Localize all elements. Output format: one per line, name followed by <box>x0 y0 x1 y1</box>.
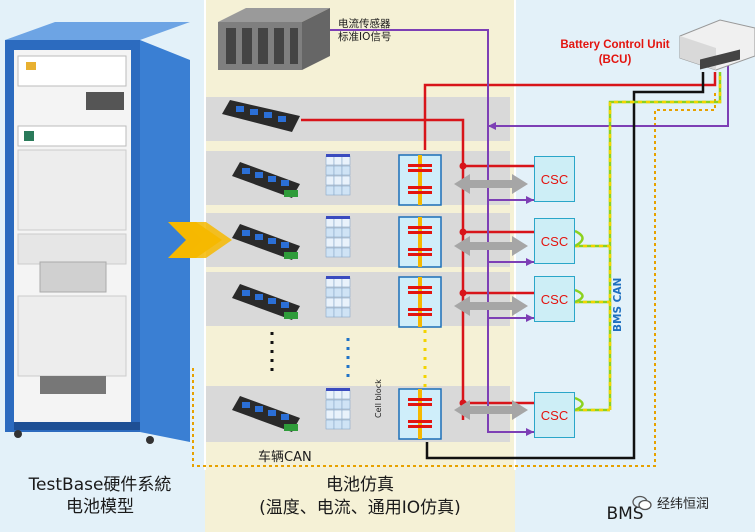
csc-label: CSC <box>540 407 569 423</box>
bcu-device <box>679 19 755 71</box>
gray-arrow <box>454 296 528 316</box>
csc-label: CSC <box>540 233 569 249</box>
black-wire <box>425 72 705 460</box>
bcu-label-line1: Battery Control Unit <box>560 39 670 51</box>
watermark-text: 经纬恒润 <box>657 497 710 512</box>
watermark: 经纬恒润 <box>632 493 709 512</box>
csc-box-4: CSC <box>534 392 575 438</box>
gray-arrow <box>454 174 528 194</box>
middle-title-line2: (温度、电流、通用IO仿真) <box>259 498 461 518</box>
current-sensor-device <box>218 8 330 70</box>
bms-can-label: BMS CAN <box>612 277 624 332</box>
bcu-label: Battery Control Unit (BCU) <box>520 38 710 68</box>
cell-block <box>398 276 442 328</box>
testbase-rack <box>5 22 190 444</box>
battery-cells <box>325 276 351 318</box>
module-row-2 <box>232 216 442 268</box>
cell-block <box>398 216 442 268</box>
middle-column-title: 电池仿真 (温度、电流、通用IO仿真) <box>210 474 510 520</box>
module-rows <box>232 154 442 440</box>
module-row-1 <box>232 154 442 206</box>
gray-arrow <box>454 400 528 420</box>
battery-cells <box>325 216 351 258</box>
sim-board-top <box>222 100 300 132</box>
csc-box-1: CSC <box>534 156 575 202</box>
bidirectional-arrows <box>454 174 528 420</box>
red-wire-network <box>301 72 717 420</box>
cell-block <box>398 154 442 206</box>
bms-column-title: BMS <box>606 504 644 524</box>
csc-label: CSC <box>540 291 569 307</box>
battery-cells <box>325 154 351 196</box>
left-title-line2: 电池模型 <box>66 497 134 517</box>
vehicle-can-dotted-line <box>192 92 716 467</box>
left-title-line1: TestBase硬件系統 <box>28 475 172 495</box>
cell-block <box>398 388 442 440</box>
csc-box-3: CSC <box>534 276 575 322</box>
left-column-title: TestBase硬件系統 电池模型 <box>0 474 200 518</box>
wechat-icon <box>632 495 652 510</box>
csc-label: CSC <box>540 171 569 187</box>
cell-block-label: Cell block <box>374 379 383 418</box>
bms-can-bus <box>574 72 722 412</box>
sensor-label-line1: 电流传感器 <box>338 18 391 30</box>
module-row-4 <box>232 388 442 440</box>
csc-box-2: CSC <box>534 218 575 264</box>
gray-arrow <box>454 236 528 256</box>
middle-title-line1: 电池仿真 <box>326 475 394 495</box>
module-row-3 <box>232 276 442 328</box>
bcu-label-line2: (BCU) <box>598 54 632 66</box>
vehicle-can-label: 车辆CAN <box>258 450 312 465</box>
sensor-label-line2: 标准IO信号 <box>338 31 392 43</box>
battery-cells <box>325 388 351 430</box>
current-sensor-label: 电流传感器 标准IO信号 <box>338 18 418 44</box>
